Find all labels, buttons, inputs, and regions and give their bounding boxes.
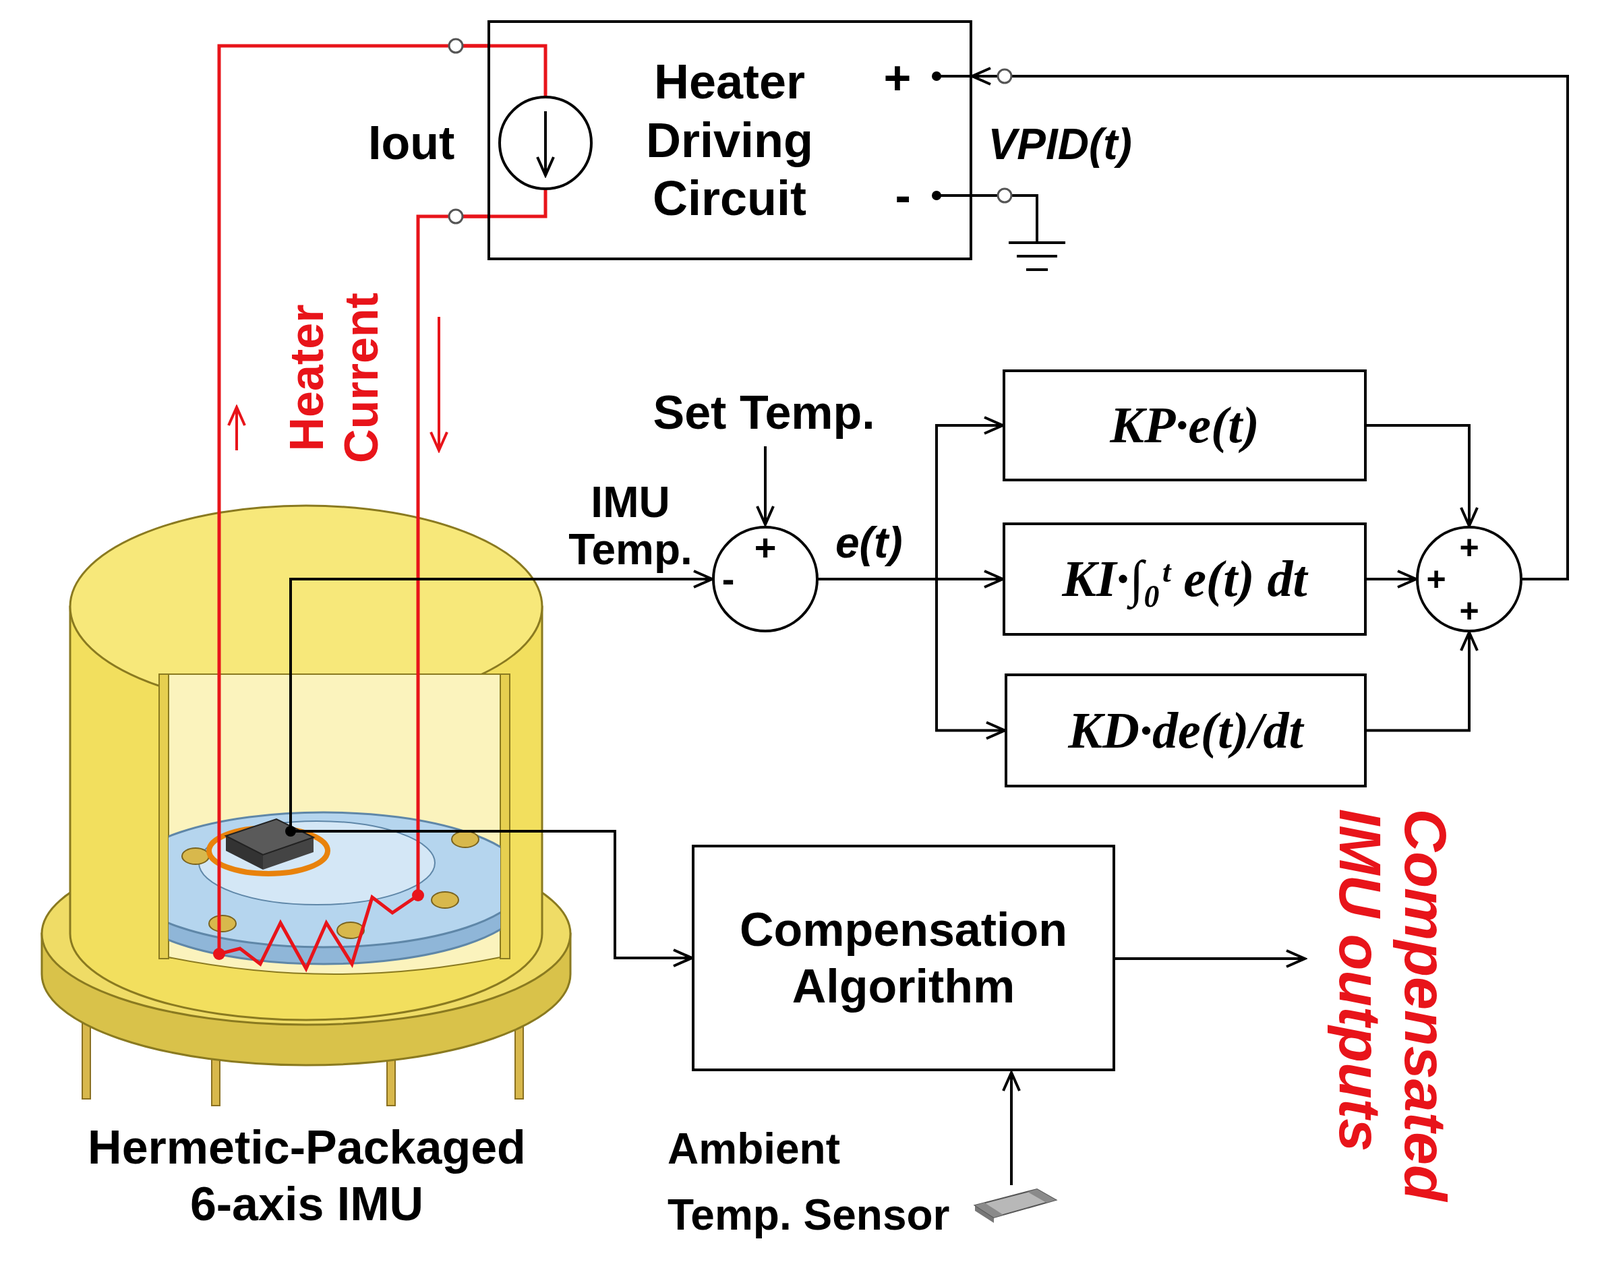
terminal: [997, 69, 1012, 83]
heater-wire: [455, 45, 546, 98]
signal-line: [1366, 577, 1416, 581]
signal-line: [573, 831, 692, 959]
heater-wire: [219, 45, 488, 493]
formula-text: KI·∫₀ᵗ e(t) dt: [1061, 548, 1307, 610]
signal-line: [1366, 425, 1470, 526]
ground-symbol: [1016, 254, 1058, 258]
input-wire: [936, 194, 998, 197]
header-pin: [182, 848, 210, 865]
signal-line: [818, 425, 1003, 580]
temperature-sensor-chip: [1027, 1189, 1056, 1203]
ground-symbol: [1008, 241, 1066, 245]
derivative-term-box: KD·de(t)/dt: [1004, 673, 1367, 788]
header-pin: [431, 892, 459, 909]
wire-dot: [213, 947, 226, 961]
wire-dot: [931, 190, 942, 201]
signal-line: [1366, 632, 1470, 731]
current-label: Iout: [368, 114, 455, 172]
sign-symbol: -: [722, 560, 735, 599]
imu-chip: [225, 819, 314, 855]
input-wire: [936, 74, 973, 78]
resistor-symbol: [219, 895, 419, 969]
terminal: [449, 209, 463, 224]
current-direction-arrow: [544, 111, 547, 176]
node-text: Heater Driving Circuit: [621, 52, 838, 228]
integral-term-box: KI·∫₀ᵗ e(t) dt: [1002, 522, 1367, 636]
sign-symbol: +: [1459, 594, 1479, 628]
signal-wire: [290, 830, 574, 833]
sign-symbol: +: [1459, 530, 1479, 565]
signal-name: VPID(t): [988, 118, 1133, 171]
input-label: Set Temp.: [653, 384, 876, 441]
summing-junction: + + +: [1415, 525, 1523, 633]
current-arrow: [437, 316, 441, 451]
signal-line: [573, 577, 713, 581]
current-label: Heater Current: [279, 279, 389, 476]
wire-dot: [285, 825, 296, 837]
signal-line: [818, 579, 1005, 731]
setpoint-arrow: [763, 446, 767, 525]
temperature-sensor-chip: [974, 1189, 1056, 1218]
formula-text: KD·de(t)/dt: [1068, 699, 1303, 762]
polarity-sign: -: [895, 167, 911, 224]
output-arrow: [1115, 957, 1305, 961]
edge-label: IMU Temp.: [552, 478, 708, 574]
output-label: Compensated IMU outputs: [1326, 809, 1458, 1241]
sensor-arrow: [1010, 1072, 1013, 1186]
wire-dot: [931, 71, 942, 81]
current-arrow: [235, 407, 239, 451]
heater-wire: [418, 216, 488, 493]
terminal: [997, 188, 1012, 203]
cutaway-wall: [159, 674, 169, 959]
sensor-label: Ambient Temp. Sensor: [667, 1115, 965, 1249]
proportional-term-box: KP·e(t): [1002, 369, 1367, 482]
summing-junction: +-: [712, 525, 819, 633]
formula-text: KP·e(t): [1109, 394, 1260, 456]
header-pin: [209, 915, 236, 932]
polarity-sign: +: [883, 49, 912, 107]
cutaway-wall: [500, 674, 510, 959]
signal-line: [972, 76, 1568, 580]
signal-wire: [290, 579, 574, 832]
signal-name: e(t): [835, 517, 903, 570]
heater-wire: [455, 188, 546, 217]
ground-wire: [1011, 195, 1037, 243]
imu-package: Hermetic-Packaged 6-axis IMU: [40, 492, 574, 1242]
wire-dot: [411, 889, 425, 902]
node-text: Compensation Algorithm: [718, 901, 1089, 1015]
header-pin: [451, 831, 479, 848]
terminal: [449, 39, 463, 53]
heater-wire: [416, 492, 421, 896]
header-disc: [121, 812, 526, 965]
current-source-symbol: [499, 97, 592, 189]
temperature-sensor-chip: [974, 1202, 1004, 1218]
process-box: Compensation Algorithm: [691, 844, 1116, 1072]
heater-wire: [217, 492, 222, 955]
sign-symbol: +: [754, 528, 777, 567]
ground-symbol: [1026, 268, 1048, 272]
sign-symbol: +: [1426, 562, 1446, 597]
part-name: Hermetic-Packaged 6-axis IMU: [70, 1119, 543, 1233]
